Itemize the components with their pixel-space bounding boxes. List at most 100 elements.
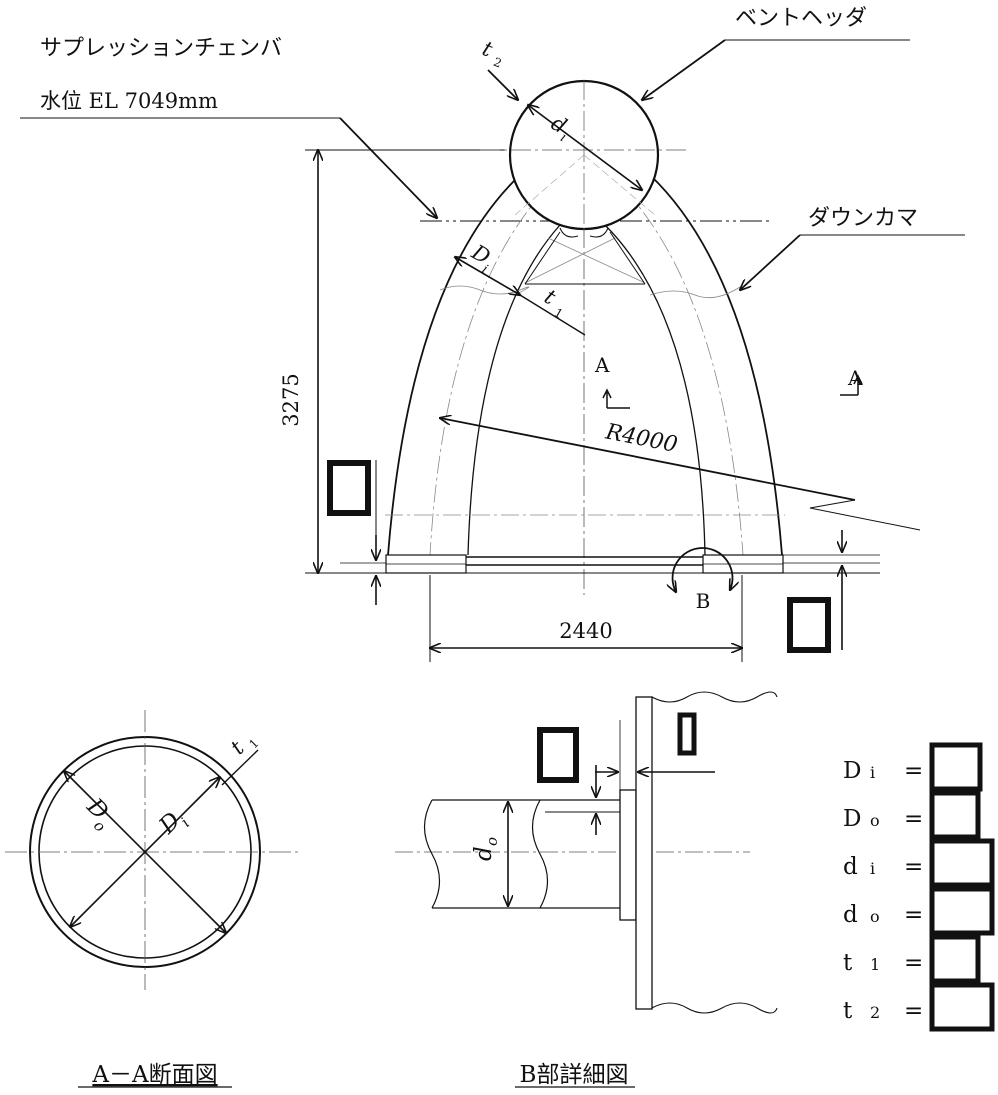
Di-label: D i	[467, 239, 495, 277]
b-value-box-large	[537, 727, 579, 783]
svg-text:2: 2	[491, 55, 503, 71]
b-pipe-break-mid	[531, 799, 549, 909]
suppression-chamber-label: サプレッションチェンバ	[40, 36, 282, 61]
legend-symbol: d	[843, 854, 858, 880]
Di-dimension-arrow	[455, 257, 520, 295]
svg-text:t: t	[226, 736, 249, 759]
value-box-left	[327, 460, 371, 516]
vent-header-label: ベントヘッダ	[735, 6, 867, 31]
inner-line-2	[524, 237, 616, 284]
leader-downcomer-arrow	[740, 234, 801, 290]
radius-arrow	[440, 418, 856, 501]
inner-chord-left	[524, 231, 561, 285]
b-pipe-break-left	[423, 799, 441, 909]
b-flange-plate	[635, 696, 653, 1010]
section-aa-view: D o D i t 1 A－A断面図	[5, 710, 300, 1088]
legend-value-box	[929, 934, 981, 984]
legend-equals: =	[904, 758, 923, 784]
legend-value-box	[929, 838, 995, 888]
svg-text:i: i	[479, 262, 490, 277]
svg-text:i: i	[558, 130, 569, 145]
legend-value-box	[929, 742, 983, 792]
legend-subscript: 2	[870, 1003, 880, 1022]
b-value-box-small	[677, 712, 697, 756]
aa-Di-arrow	[70, 777, 220, 927]
aa-Do-label: D o	[81, 793, 113, 835]
svg-text:t: t	[479, 36, 496, 62]
svg-text:D: D	[81, 793, 113, 825]
di-dimension-arrow	[528, 105, 642, 190]
legend-equals: =	[904, 806, 923, 832]
leader-suppression-arrow	[339, 117, 437, 218]
downcomer-right-centerline	[624, 189, 744, 556]
svg-text:d: d	[471, 846, 497, 861]
legend-value-box	[929, 886, 995, 936]
main-elevation-view: 3275 2440 R4000 A A B サプレッションチェンバ 水位 EL …	[20, 6, 965, 662]
t1-label: t 1	[540, 284, 566, 321]
legend-equals: =	[904, 854, 923, 880]
svg-text:1: 1	[246, 736, 261, 751]
legend-subscript: i	[870, 859, 875, 878]
inner-chord-right	[609, 231, 646, 285]
caption-b-detail: B部詳細図	[520, 1062, 629, 1088]
svg-text:D: D	[154, 808, 186, 840]
caption-aa-section: A－A断面図	[91, 1062, 217, 1088]
legend-subscript: o	[870, 907, 880, 926]
b-flange	[619, 789, 637, 921]
t2-arrow	[487, 69, 518, 100]
legend-symbol: t	[843, 950, 853, 976]
width-dimension-label: 2440	[559, 619, 612, 643]
section-A-mark-1: A	[594, 353, 610, 377]
svg-text:t: t	[540, 284, 560, 309]
aa-t1-leader	[221, 749, 259, 786]
downcomer-label: ダウンカマ	[808, 206, 918, 231]
downcomer-left-inner	[467, 224, 561, 556]
svg-text:1: 1	[552, 305, 566, 321]
legend-value-box	[929, 790, 981, 840]
legend-symbol: d	[843, 902, 858, 928]
detail-B-label: B	[696, 589, 711, 613]
leader-vent-header-arrow	[642, 39, 726, 100]
downcomer-right-inner	[604, 224, 706, 556]
saddle	[559, 227, 609, 238]
legend-subscript: i	[870, 763, 875, 782]
downcomer-left-outer	[387, 174, 521, 556]
height-dimension-label: 3275	[279, 373, 303, 426]
section-A-mark-2: A	[847, 366, 863, 390]
legend-value-box	[929, 982, 995, 1032]
svg-text:o: o	[483, 837, 501, 846]
value-box-right	[787, 597, 831, 653]
legend-equals: =	[904, 902, 923, 928]
legend-subscript: o	[870, 811, 880, 830]
legend-symbol: D	[843, 758, 861, 784]
section-A-arrow-2	[840, 374, 863, 396]
legend-symbol: t	[843, 998, 853, 1024]
radius-zigzag	[809, 499, 921, 531]
t2-label: t 2	[479, 36, 504, 71]
aa-t1-label: t 1	[226, 736, 262, 759]
break-line-right	[649, 286, 741, 299]
downcomer-left-centerline	[429, 189, 546, 556]
b-do-label: d o	[471, 837, 501, 861]
break-line-left	[439, 285, 530, 296]
water-level-label: 水位 EL 7049mm	[40, 89, 218, 113]
legend-subscript: 1	[870, 955, 880, 974]
detail-B-marker	[673, 547, 733, 592]
b-plate-bottom-break	[651, 1002, 778, 1014]
downcomer-right-outer	[649, 174, 783, 556]
b-plate-top-break	[651, 691, 778, 703]
inner-line-1	[547, 237, 646, 284]
legend-equals: =	[904, 998, 923, 1024]
svg-text:D: D	[467, 239, 495, 269]
section-A-arrow-1	[602, 388, 630, 409]
legend-equals: =	[904, 950, 923, 976]
t1-arrow	[519, 294, 586, 336]
